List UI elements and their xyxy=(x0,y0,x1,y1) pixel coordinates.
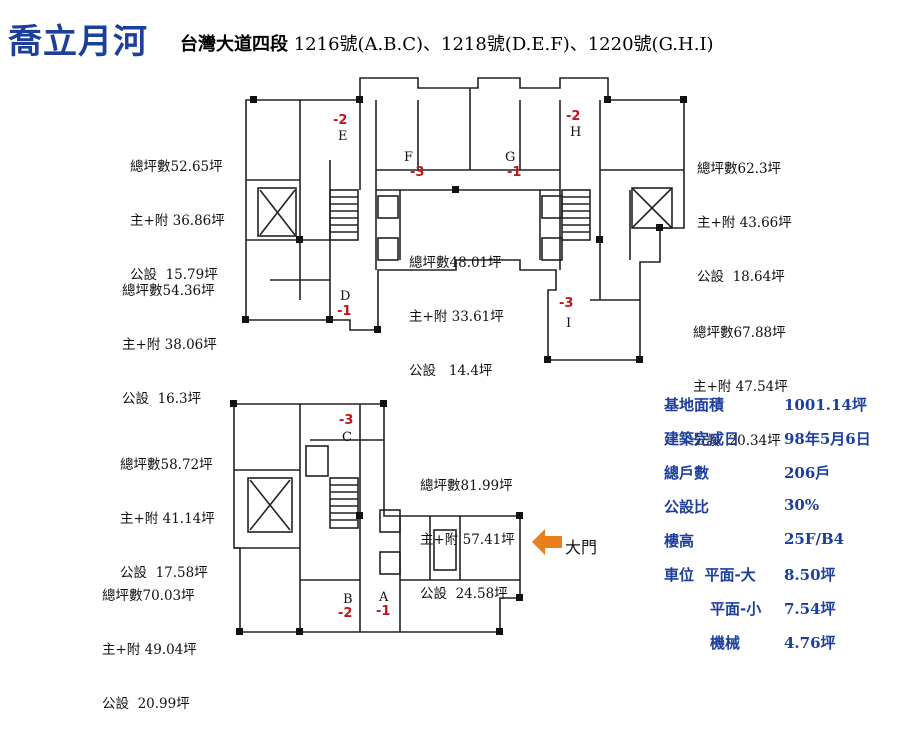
unit-h-total: 總坪數62.3坪 xyxy=(697,161,782,177)
unit-b-public: 公設 20.99坪 xyxy=(102,696,190,712)
floor-plan-lower xyxy=(230,400,523,635)
address-subtitle: 台灣大道四段 1216號(A.B.C)、1218號(D.E.F)、1220號(G… xyxy=(180,30,714,56)
unit-f-public: 公設 14.4坪 xyxy=(409,363,493,379)
unit-e-total: 總坪數52.65坪 xyxy=(130,159,223,175)
unit-c-floors: -3 xyxy=(339,413,354,428)
unit-f-letter: F xyxy=(404,150,414,165)
stat-label: 基地面積 xyxy=(664,396,725,414)
stat-value: 30% xyxy=(784,496,820,514)
stat-value: 4.76坪 xyxy=(784,634,836,652)
unit-i-floors: -3 xyxy=(559,296,574,311)
unit-i-areas: 總坪數67.88坪 主+附 47.54坪 公設 20.34坪 xyxy=(693,288,788,468)
unit-d-floors: -1 xyxy=(337,304,352,319)
stat-label: 車位 平面-大 xyxy=(664,566,756,584)
stat-value: 25F/B4 xyxy=(784,530,845,548)
page-title: 喬立月河 xyxy=(8,22,148,62)
unit-a-letter: A xyxy=(379,590,389,605)
unit-a-areas: 總坪數81.99坪 主+附 57.41坪 公設 24.58坪 xyxy=(420,441,515,621)
unit-d-letter: D xyxy=(340,289,351,304)
unit-c-letter: C xyxy=(342,430,352,445)
stat-value: 98年5月6日 xyxy=(784,430,871,448)
unit-e-public: 公設 15.79坪 xyxy=(130,267,218,283)
unit-b-floors: -2 xyxy=(338,606,353,621)
stat-label: 公設比 xyxy=(664,498,710,516)
unit-b-total: 總坪數70.03坪 xyxy=(102,588,195,604)
unit-i-total: 總坪數67.88坪 xyxy=(693,325,786,341)
unit-i-letter: I xyxy=(566,316,572,331)
unit-h-floors: -2 xyxy=(566,109,581,124)
unit-b-letter: B xyxy=(343,592,353,607)
unit-e-areas: 總坪數52.65坪 主+附 36.86坪 公設 15.79坪 xyxy=(130,122,225,302)
stat-value: 206戶 xyxy=(784,464,831,482)
unit-e-letter: E xyxy=(338,129,348,144)
main-gate-label: 大門 xyxy=(565,538,598,557)
unit-d-public: 公設 16.3坪 xyxy=(122,391,202,407)
unit-h-main: 主+附 43.66坪 xyxy=(697,215,792,231)
floor-plan-upper xyxy=(242,77,687,363)
unit-a-total: 總坪數81.99坪 xyxy=(420,478,513,494)
building-numbers: 1216號(A.B.C)、1218號(D.E.F)、1220號(G.H.I) xyxy=(288,34,714,55)
unit-a-public: 公設 24.58坪 xyxy=(420,586,508,602)
unit-c-public: 公設 17.58坪 xyxy=(120,565,208,581)
unit-f-areas: 總坪數48.01坪 主+附 33.61坪 公設 14.4坪 xyxy=(409,218,504,398)
unit-a-floors: -1 xyxy=(376,604,391,619)
unit-a-main: 主+附 57.41坪 xyxy=(420,532,515,548)
unit-c-areas: 總坪數58.72坪 主+附 41.14坪 公設 17.58坪 xyxy=(120,420,215,600)
unit-d-main: 主+附 38.06坪 xyxy=(122,337,217,353)
unit-h-areas: 總坪數62.3坪 主+附 43.66坪 公設 18.64坪 xyxy=(697,124,792,304)
stat-value: 1001.14坪 xyxy=(784,396,867,414)
unit-d-areas: 總坪數54.36坪 主+附 38.06坪 公設 16.3坪 xyxy=(122,246,217,426)
stat-label: 建築完成日 xyxy=(664,430,740,448)
unit-f-total: 總坪數48.01坪 xyxy=(409,255,502,271)
unit-c-total: 總坪數58.72坪 xyxy=(120,457,213,473)
stat-value: 7.54坪 xyxy=(784,600,836,618)
unit-i-main: 主+附 47.54坪 xyxy=(693,379,788,395)
unit-d-total: 總坪數54.36坪 xyxy=(122,283,215,299)
stat-label: 機械 xyxy=(710,634,741,652)
unit-i-public: 公設 20.34坪 xyxy=(693,433,781,449)
stat-value: 8.50坪 xyxy=(784,566,836,584)
unit-c-main: 主+附 41.14坪 xyxy=(120,511,215,527)
stat-label: 總戶數 xyxy=(664,464,710,482)
unit-g-floors: -1 xyxy=(507,165,522,180)
unit-h-letter: H xyxy=(570,125,582,140)
unit-f-main: 主+附 33.61坪 xyxy=(409,309,504,325)
unit-f-floors: -3 xyxy=(410,165,425,180)
road-name: 台灣大道四段 xyxy=(180,34,288,55)
unit-h-public: 公設 18.64坪 xyxy=(697,269,785,285)
stat-label: 樓高 xyxy=(664,532,695,550)
unit-g-letter: G xyxy=(505,150,516,165)
stat-label: 平面-小 xyxy=(710,600,762,618)
unit-b-areas: 總坪數70.03坪 主+附 49.04坪 公設 20.99坪 xyxy=(102,551,197,731)
unit-b-main: 主+附 49.04坪 xyxy=(102,642,197,658)
unit-e-floors: -2 xyxy=(333,113,348,128)
main-gate-arrow-icon xyxy=(532,529,562,559)
unit-e-main: 主+附 36.86坪 xyxy=(130,213,225,229)
